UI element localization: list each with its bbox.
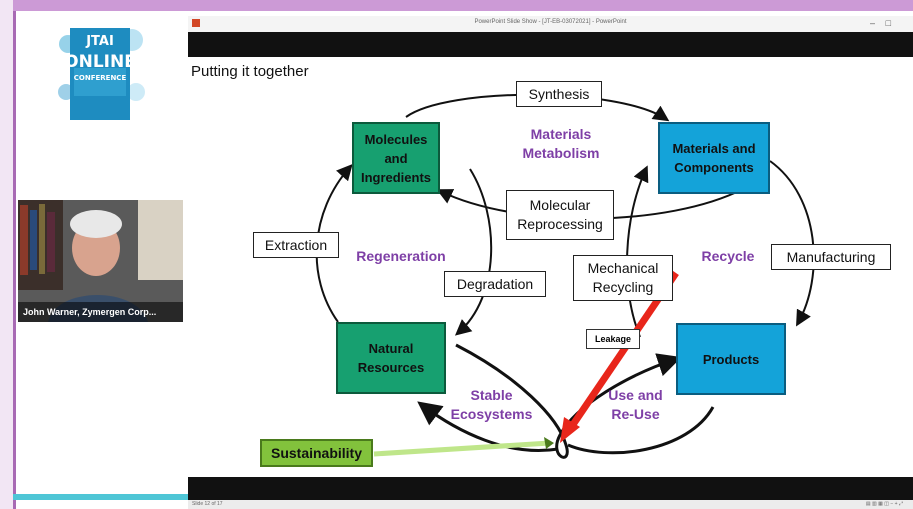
label-degradation: Degradation [444, 271, 546, 297]
box-natural-resources: Natural Resources [336, 322, 446, 394]
video-frame [18, 200, 183, 322]
ppt-statusbar: Slide 12 of 17 ▤ ▥ ▦ ◫ − + ⤢ [188, 500, 913, 509]
slideshow-letterbox-top [188, 32, 913, 57]
logo-text-line1: JTAI [86, 34, 114, 49]
participant-name: John Warner, Zymergen Corp... [18, 302, 183, 322]
text-stable-ecosystems: Stable Ecosystems [450, 387, 533, 422]
left-accent-bar [13, 11, 16, 509]
logo-text-line2: ONLINE [64, 52, 136, 72]
ppt-titlebar: PowerPoint Slide Show - [JT-EB-03072021]… [188, 16, 913, 32]
text-use-and-reuse: Use and Re-Use [608, 387, 663, 422]
ppt-window-title: PowerPoint Slide Show - [JT-EB-03072021]… [474, 19, 627, 25]
label-molecular-reprocessing: Molecular Reprocessing [506, 190, 614, 240]
box-materials-components: Materials and Components [658, 122, 770, 194]
slide-counter: Slide 12 of 17 [192, 501, 223, 507]
conference-logo: JTAI ONLINE CONFERENCE [52, 22, 148, 126]
label-leakage: Leakage [586, 329, 640, 349]
label-manufacturing: Manufacturing [771, 244, 891, 270]
label-mechanical-recycling: Mechanical Recycling [573, 255, 673, 301]
box-molecules-ingredients: Molecules and Ingredients [352, 122, 440, 194]
minimize-icon[interactable]: – [869, 18, 875, 28]
presenter-video[interactable]: John Warner, Zymergen Corp... [18, 200, 183, 322]
label-extraction: Extraction [253, 232, 339, 258]
slide-title: Putting it together [191, 63, 309, 80]
logo-text-line3: CONFERENCE [73, 74, 127, 82]
box-products: Products [676, 323, 786, 395]
slideshow-letterbox-bottom [188, 477, 913, 500]
text-regeneration: Regeneration [356, 248, 446, 264]
slide: Putting it together Molecules and Ingred… [188, 57, 913, 477]
left-panel [0, 0, 13, 509]
maximize-icon[interactable]: □ [885, 18, 891, 28]
logo-graphic [58, 28, 145, 120]
label-sustainability: Sustainability [260, 439, 373, 467]
text-recycle: Recycle [701, 248, 755, 264]
text-materials-metabolism: Materials Metabolism [522, 126, 600, 161]
bottom-accent-stripe [13, 494, 188, 500]
powerpoint-icon [192, 19, 200, 27]
app-top-border [0, 0, 913, 11]
view-controls[interactable]: ▤ ▥ ▦ ◫ − + ⤢ [865, 501, 903, 507]
label-synthesis: Synthesis [516, 81, 602, 107]
